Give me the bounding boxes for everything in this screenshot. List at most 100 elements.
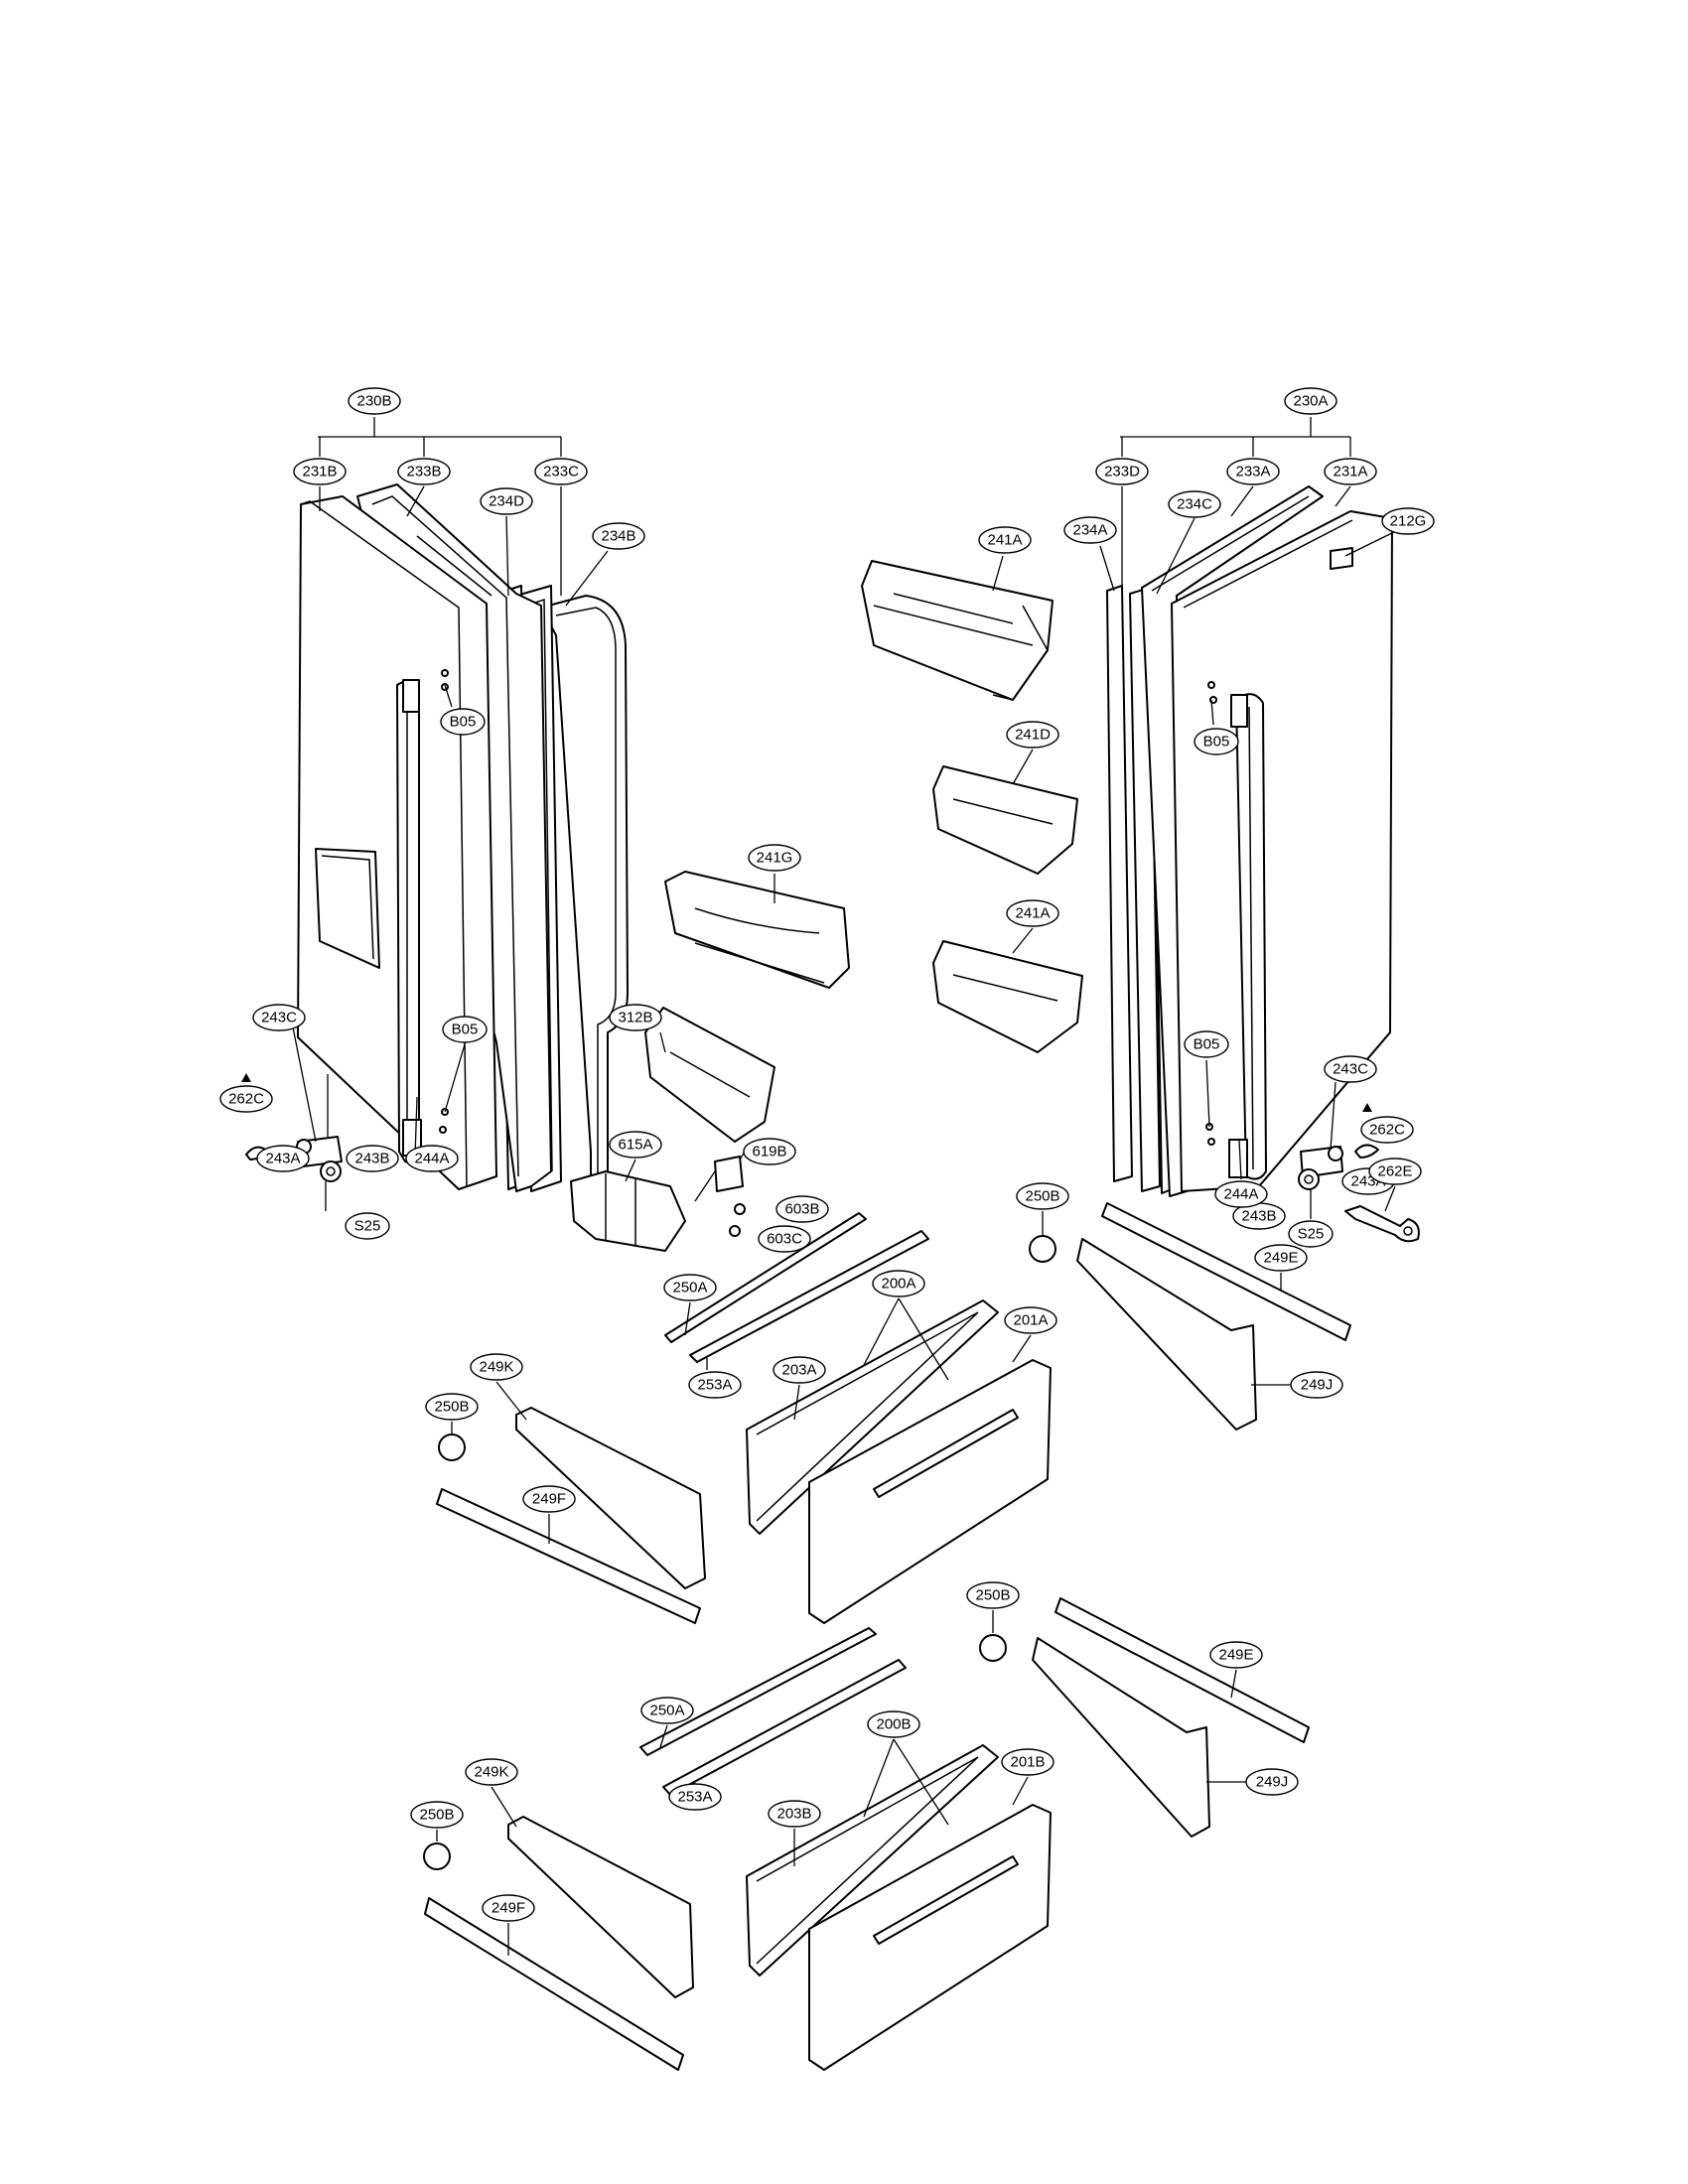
bracket-249K-lower	[507, 1816, 694, 1998]
hinge-244A-top	[402, 679, 420, 713]
svg-text:250B: 250B	[419, 1807, 454, 1824]
svg-text:250A: 250A	[672, 1280, 707, 1297]
slide-249E-upper	[1101, 1202, 1351, 1341]
valve-619B	[714, 1156, 744, 1192]
svg-text:603C: 603C	[767, 1231, 802, 1248]
callout-200B: 200B	[867, 1710, 920, 1738]
callout-249K-upper: 249K	[470, 1353, 523, 1381]
svg-text:243C: 243C	[1333, 1061, 1368, 1078]
callout-253A-upper: 253A	[688, 1371, 742, 1399]
bin-241D	[932, 765, 1078, 875]
svg-text:249J: 249J	[1301, 1377, 1334, 1394]
callout-250B-4: 250B	[410, 1801, 464, 1829]
callout-243B-left: 243B	[346, 1145, 399, 1172]
svg-text:B05: B05	[1194, 1036, 1220, 1053]
callout-231B: 231B	[293, 458, 347, 485]
callout-243A-left: 243A	[256, 1145, 310, 1172]
callout-234C: 234C	[1168, 490, 1221, 518]
svg-text:262E: 262E	[1377, 1163, 1412, 1180]
svg-text:S25: S25	[1298, 1226, 1325, 1243]
callout-253A-lower: 253A	[668, 1783, 722, 1811]
svg-text:B05: B05	[450, 714, 477, 731]
callout-241A-top: 241A	[978, 526, 1032, 554]
hinge-244A-bottom-right	[1228, 1139, 1248, 1178]
svg-text:243B: 243B	[1241, 1208, 1276, 1225]
callout-212G: 212G	[1381, 507, 1435, 535]
svg-text:234D: 234D	[489, 493, 524, 510]
svg-text:243A: 243A	[265, 1151, 300, 1167]
callout-B05-b: B05	[442, 1016, 488, 1043]
door-bins	[644, 560, 1083, 1143]
callout-230A: 230A	[1284, 387, 1337, 415]
svg-text:241D: 241D	[1015, 727, 1051, 744]
callout-230B: 230B	[348, 387, 401, 415]
slide-249F-upper	[436, 1488, 701, 1624]
svg-text:200A: 200A	[881, 1276, 915, 1293]
callout-234B: 234B	[592, 522, 645, 550]
svg-text:243B: 243B	[354, 1151, 389, 1167]
callout-603C: 603C	[758, 1225, 811, 1253]
door-handle-left	[396, 680, 420, 1164]
door-panel-231A	[1171, 510, 1393, 1192]
callout-250B-3: 250B	[966, 1581, 1020, 1609]
callout-B05-a: B05	[440, 708, 486, 736]
svg-text:200B: 200B	[876, 1716, 911, 1733]
svg-text:619B: 619B	[752, 1144, 786, 1160]
svg-text:262C: 262C	[1369, 1122, 1405, 1139]
hinge-cap-243B-left	[320, 1160, 342, 1182]
callout-243B-right: 243B	[1232, 1202, 1286, 1230]
callout-250B-2: 250B	[425, 1393, 479, 1421]
svg-text:B05: B05	[1203, 734, 1230, 751]
callout-B05-c: B05	[1194, 728, 1239, 755]
svg-text:231B: 231B	[302, 464, 337, 480]
svg-text:244A: 244A	[1223, 1186, 1258, 1203]
callout-262C-right: 262C	[1360, 1116, 1414, 1144]
callout-233C: 233C	[534, 458, 588, 485]
svg-text:241G: 241G	[757, 850, 793, 867]
callout-249F-lower: 249F	[482, 1894, 535, 1922]
callout-233A: 233A	[1226, 458, 1280, 485]
svg-text:250A: 250A	[649, 1703, 684, 1719]
svg-text:230A: 230A	[1293, 393, 1328, 410]
callout-241D: 241D	[1006, 721, 1059, 749]
callout-619B: 619B	[743, 1138, 796, 1165]
svg-text:249K: 249K	[474, 1764, 508, 1781]
svg-text:233D: 233D	[1104, 464, 1140, 480]
svg-text:230B: 230B	[356, 393, 391, 410]
svg-text:234A: 234A	[1072, 522, 1107, 539]
svg-text:249E: 249E	[1218, 1647, 1253, 1664]
callout-244A-left: 244A	[405, 1145, 459, 1172]
callout-249F-upper: 249F	[522, 1485, 576, 1513]
callout-233B: 233B	[397, 458, 451, 485]
right-door-assembly	[1106, 485, 1420, 1243]
gear-250B-3	[979, 1634, 1007, 1662]
callout-249E-upper: 249E	[1254, 1244, 1308, 1272]
callout-B05-d: B05	[1184, 1030, 1229, 1058]
callout-262C-left: 262C	[219, 1085, 273, 1113]
svg-text:249F: 249F	[492, 1900, 525, 1917]
svg-text:249J: 249J	[1256, 1774, 1289, 1791]
svg-text:234B: 234B	[601, 528, 635, 545]
callout-249K-lower: 249K	[465, 1758, 518, 1786]
callout-250A-lower: 250A	[640, 1697, 694, 1724]
svg-text:249K: 249K	[479, 1359, 513, 1376]
svg-text:203A: 203A	[781, 1362, 816, 1379]
svg-text:615A: 615A	[618, 1137, 652, 1154]
callout-S25-right: S25	[1288, 1220, 1334, 1248]
svg-text:253A: 253A	[677, 1789, 712, 1806]
bracket-249J-upper	[1076, 1238, 1257, 1431]
callout-243C-left: 243C	[252, 1004, 306, 1031]
callout-244A-right: 244A	[1214, 1180, 1268, 1208]
svg-text:249E: 249E	[1263, 1250, 1298, 1267]
callout-249J-upper: 249J	[1290, 1371, 1343, 1399]
gasket-234A	[1106, 585, 1133, 1182]
hinge-244A-top-right	[1230, 694, 1248, 728]
callout-203A: 203A	[773, 1356, 826, 1384]
slide-249F-lower	[424, 1897, 684, 2071]
rail-253A-lower	[662, 1659, 907, 1796]
svg-text:312B: 312B	[618, 1010, 652, 1026]
svg-text:B05: B05	[452, 1022, 479, 1038]
callout-603B: 603B	[775, 1195, 829, 1223]
svg-text:233A: 233A	[1235, 464, 1270, 480]
